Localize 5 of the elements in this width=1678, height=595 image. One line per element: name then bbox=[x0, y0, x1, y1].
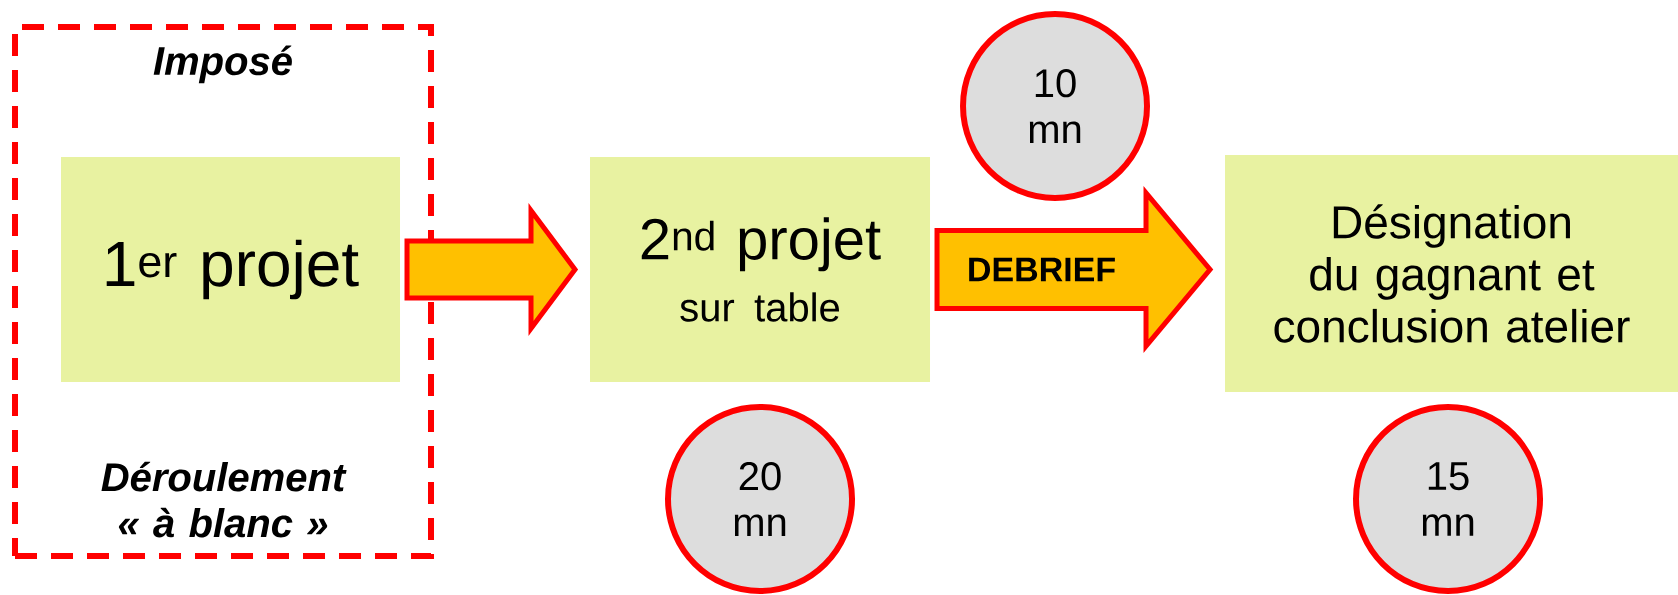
step-box: Désignation du gagnant et conclusion atelier bbox=[1225, 155, 1678, 392]
block-arrow bbox=[404, 202, 579, 337]
edge-label: DEBRIEF bbox=[964, 255, 1119, 284]
step-box: 1$^{er}$ projet bbox=[61, 157, 400, 382]
step-box: 2$^{nd}$ projet sur table bbox=[590, 157, 930, 382]
